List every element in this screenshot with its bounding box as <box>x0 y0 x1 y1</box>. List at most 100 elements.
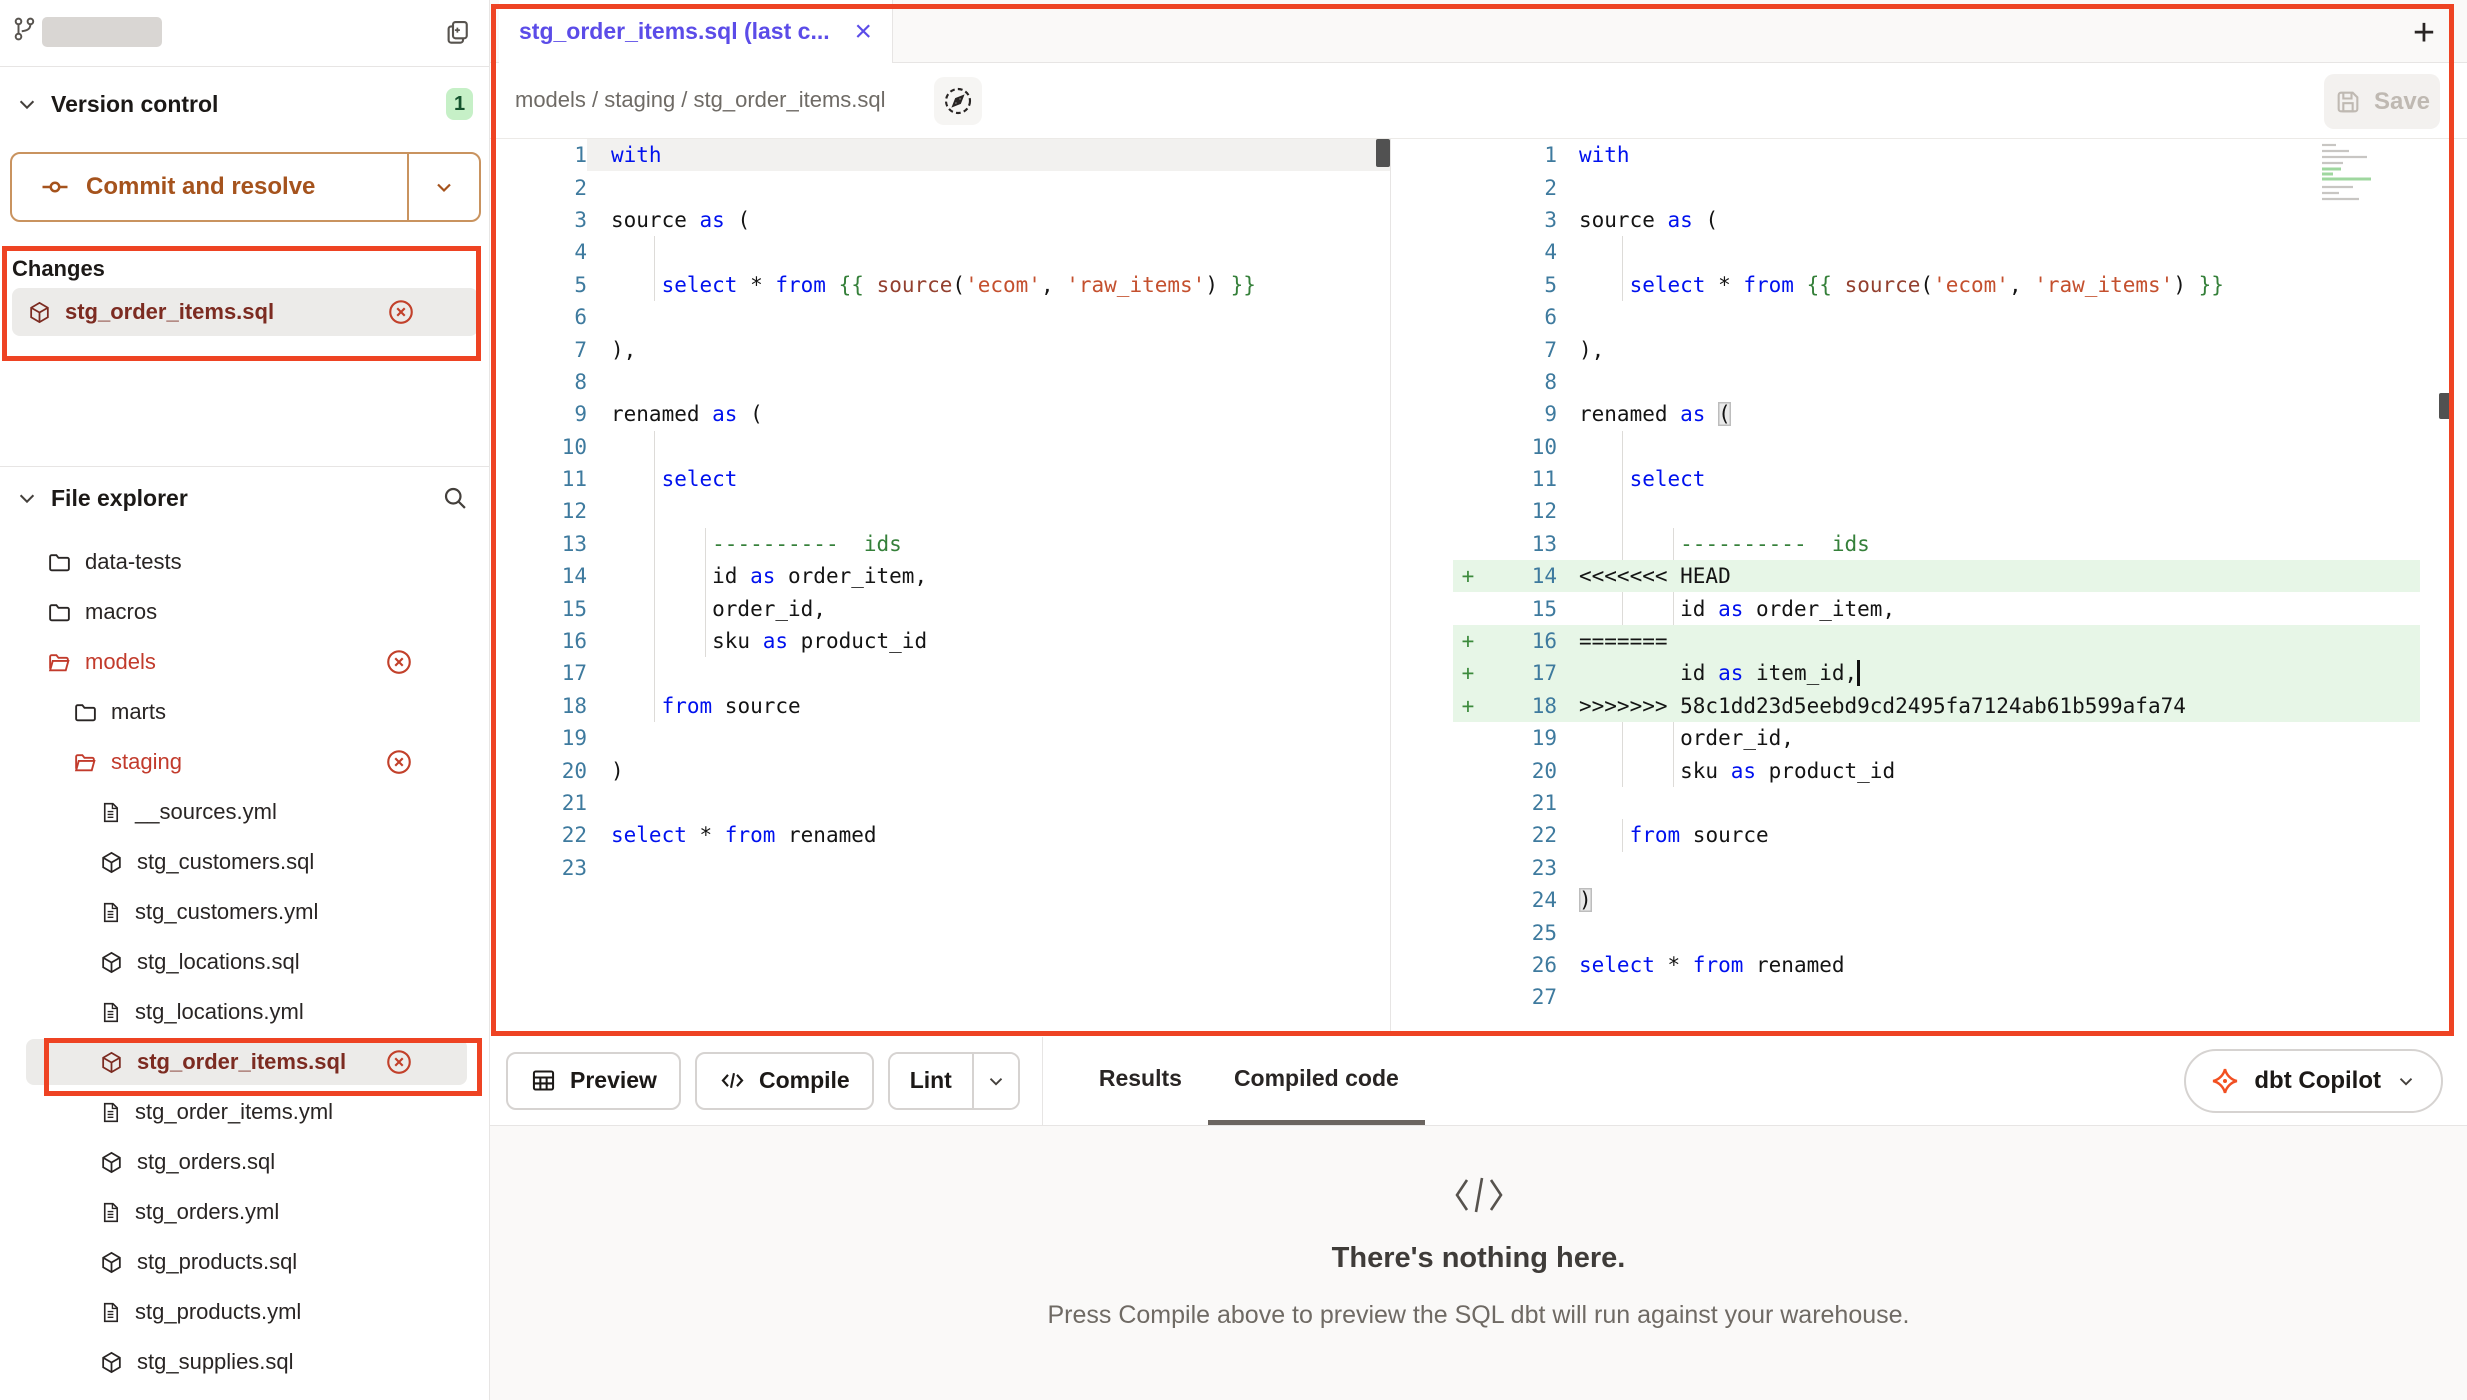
tree-item-stg-order-items-yml[interactable]: stg_order_items.yml <box>0 1087 489 1137</box>
code-line: 17 <box>490 657 1390 690</box>
empty-state-code-icon <box>1453 1174 1505 1216</box>
changes-list: stg_order_items.sql <box>12 288 478 336</box>
line-number: 12 <box>561 499 587 524</box>
breadcrumb[interactable]: models / staging / stg_order_items.sql <box>515 87 886 112</box>
code-line: 11 select <box>490 462 1390 496</box>
document-icon <box>99 1300 122 1325</box>
commit-and-resolve-button-group: Commit and resolve <box>10 152 481 222</box>
dbt-copilot-button[interactable]: dbt Copilot <box>2184 1048 2443 1113</box>
code-content: from source <box>587 689 1390 723</box>
tree-item-stg-locations-yml[interactable]: stg_locations.yml <box>0 987 489 1037</box>
tree-item-stg-order-items-sql[interactable]: stg_order_items.sql <box>0 1037 489 1087</box>
code-line: 22 from source <box>1453 819 2420 852</box>
tree-item-label: stg_locations.sql <box>137 949 300 974</box>
code-content <box>1557 981 2420 1013</box>
line-number: 5 <box>574 272 587 297</box>
code-content: order_id, <box>1557 722 2420 755</box>
document-icon <box>99 1100 122 1125</box>
code-line: 20 sku as product_id <box>1453 754 2420 787</box>
tree-item-staging[interactable]: staging <box>0 737 489 787</box>
indent-guide <box>1621 592 1624 625</box>
code-content: select * from renamed <box>611 823 877 848</box>
tree-item-stg-customers-yml[interactable]: stg_customers.yml <box>0 887 489 937</box>
code-line: 6 <box>490 301 1390 333</box>
tree-item-stg-locations-sql[interactable]: stg_locations.sql <box>0 937 489 987</box>
tree-item-stg-customers-sql[interactable]: stg_customers.sql <box>0 837 489 887</box>
new-tab-button[interactable]: + <box>2403 12 2445 54</box>
right-pane-scrollbar-thumb[interactable] <box>2439 393 2453 419</box>
left-pane-scrollbar-thumb[interactable] <box>1376 139 1390 167</box>
code-content <box>1557 366 2420 398</box>
commit-and-resolve-button[interactable]: Commit and resolve <box>12 154 407 220</box>
line-number: 17 <box>1531 661 1557 686</box>
code-line: 21 <box>490 787 1390 819</box>
changes-file-row[interactable]: stg_order_items.sql <box>12 288 478 336</box>
code-content <box>587 495 1390 528</box>
code-line: 19 <box>490 722 1390 754</box>
tree-item-data-tests[interactable]: data-tests <box>0 537 489 587</box>
tree-item-stg-products-yml[interactable]: stg_products.yml <box>0 1287 489 1337</box>
code-line: 7), <box>490 333 1390 365</box>
conflict-marker-icon[interactable] <box>384 647 414 677</box>
code-line: 21 <box>1453 787 2420 819</box>
code-content <box>1557 495 2420 528</box>
tree-item-stg-orders-sql[interactable]: stg_orders.sql <box>0 1137 489 1187</box>
indent-guide <box>653 236 656 269</box>
code-line: 4 <box>490 236 1390 269</box>
code-content: ) <box>611 758 624 783</box>
search-icon[interactable] <box>441 482 473 514</box>
code-content <box>1557 301 2420 333</box>
model-cube-icon <box>99 1150 124 1175</box>
line-number: 25 <box>1531 920 1557 945</box>
conflict-marker-icon[interactable] <box>384 747 414 777</box>
tree-item-stg-orders-yml[interactable]: stg_orders.yml <box>0 1187 489 1237</box>
version-control-header[interactable]: Version control 1 <box>0 82 489 126</box>
preview-button[interactable]: Preview <box>506 1051 681 1110</box>
compile-button[interactable]: Compile <box>694 1051 874 1110</box>
compiled-code-panel: There's nothing here. Press Compile abov… <box>490 1125 2467 1400</box>
indent-guide <box>1621 268 1624 301</box>
branch-name-placeholder <box>42 17 162 47</box>
tree-item-marts[interactable]: marts <box>0 687 489 737</box>
tab-results[interactable]: Results <box>1098 1064 1182 1091</box>
file-explorer-header[interactable]: File explorer <box>0 476 489 520</box>
copy-branch-icon[interactable] <box>443 15 477 49</box>
commit-options-caret[interactable] <box>407 154 479 220</box>
tree-item--sources-yml[interactable]: __sources.yml <box>0 787 489 837</box>
revert-file-icon[interactable] <box>386 297 416 327</box>
save-button[interactable]: Save <box>2324 74 2440 129</box>
code-line: +17 id as item_id, <box>1453 657 2420 690</box>
tree-item-stg-supplies-sql[interactable]: stg_supplies.sql <box>0 1337 489 1387</box>
lint-button[interactable]: Lint <box>889 1053 972 1108</box>
indent-guide <box>1621 819 1624 852</box>
explore-compass-icon[interactable] <box>934 77 982 125</box>
line-number: 12 <box>1531 499 1557 524</box>
code-line: 13 ---------- ids <box>1453 527 2420 561</box>
tab-stg-order-items[interactable]: stg_order_items.sql (last c... × <box>499 0 893 63</box>
tree-item-stg-products-sql[interactable]: stg_products.sql <box>0 1237 489 1287</box>
tree-item-models[interactable]: models <box>0 637 489 687</box>
code-content: renamed as ( <box>1579 402 1731 427</box>
minimap[interactable] <box>2319 141 2383 203</box>
code-content <box>587 366 1390 398</box>
code-line: 16 sku as product_id <box>490 624 1390 658</box>
tab-close-icon[interactable]: × <box>854 14 872 48</box>
code-content: select <box>587 462 1390 496</box>
model-cube-icon <box>27 300 52 325</box>
conflict-marker-icon[interactable] <box>384 1047 414 1077</box>
tree-item-macros[interactable]: macros <box>0 587 489 637</box>
code-line: 4 <box>1453 236 2420 269</box>
indent-guide <box>653 624 656 658</box>
line-number: 3 <box>1544 207 1557 232</box>
tab-compiled-code[interactable]: Compiled code <box>1207 1036 1425 1125</box>
model-cube-icon <box>99 1050 124 1075</box>
line-number: 16 <box>1531 629 1557 654</box>
code-content <box>1557 171 2420 203</box>
indent-guide <box>704 624 707 658</box>
lint-options-caret[interactable] <box>971 1053 1018 1108</box>
